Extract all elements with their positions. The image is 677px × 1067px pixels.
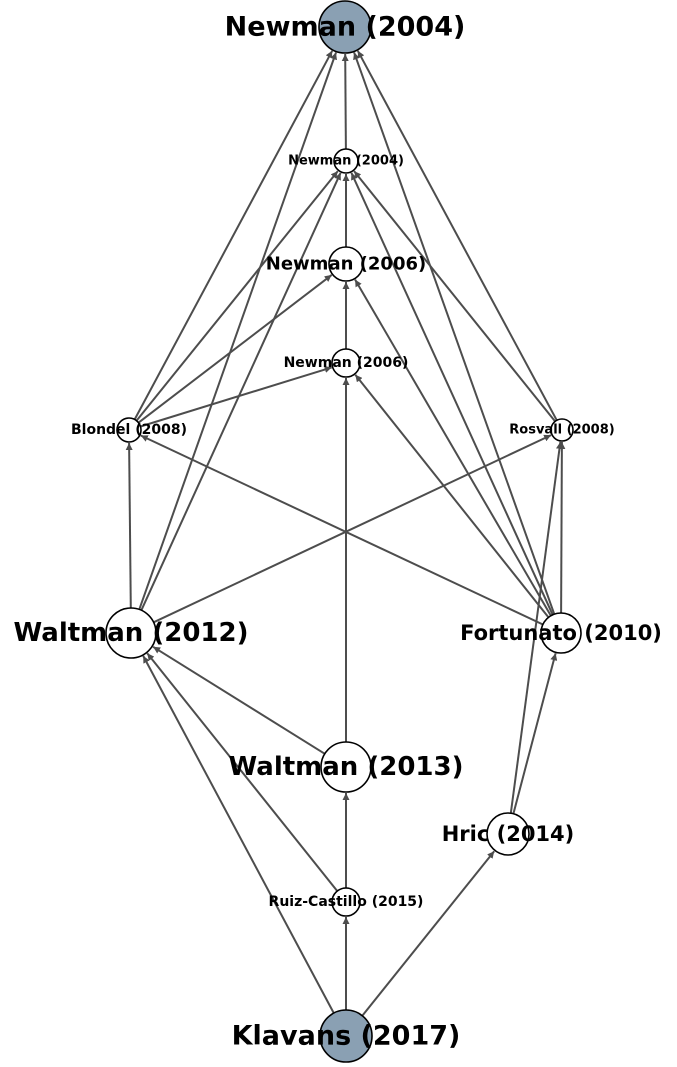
node-n_newman_2006_b[interactable] bbox=[331, 348, 361, 378]
edge-n_waltman_2012-to-n_newman_2004_b bbox=[140, 172, 342, 611]
edge-n_hric_2014-to-n_fortunato_2010 bbox=[512, 653, 558, 814]
edge-n_waltman_2012-to-n_rosvall_2008 bbox=[153, 434, 552, 624]
node-n_newman_2006_a[interactable] bbox=[328, 246, 364, 282]
node-n_rosvall_2008[interactable] bbox=[550, 418, 574, 442]
node-n_blondel_2008[interactable] bbox=[116, 417, 142, 443]
node-layer bbox=[105, 0, 582, 1063]
edge-n_fortunato_2010-to-n_newman_2004_b bbox=[350, 172, 554, 616]
node-n_klavans_2017[interactable] bbox=[319, 1009, 373, 1063]
edge-n_blondel_2008-to-n_newman_2004_top bbox=[133, 50, 334, 420]
node-n_waltman_2012[interactable] bbox=[105, 607, 157, 659]
edge-n_fortunato_2010-to-n_newman_2006_a bbox=[354, 279, 552, 617]
edge-n_klavans_2017-to-n_hric_2014 bbox=[361, 850, 495, 1017]
edge-n_blondel_2008-to-n_newman_2006_b bbox=[140, 366, 332, 428]
node-n_hric_2014[interactable] bbox=[486, 812, 530, 856]
edge-n_fortunato_2010-to-n_newman_2006_b bbox=[354, 374, 550, 619]
node-n_newman_2004_b[interactable] bbox=[333, 148, 359, 174]
label-n_hric_2014: Hric (2014) bbox=[442, 822, 575, 846]
label-n_blondel_2008: Blondel (2008) bbox=[71, 422, 187, 438]
edge-n_hric_2014-to-n_rosvall_2008 bbox=[509, 441, 563, 814]
edge-n_rosvall_2008-to-n_newman_2004_top bbox=[356, 50, 558, 421]
label-n_newman_2004_b: Newman (2004) bbox=[288, 154, 404, 169]
node-n_ruiz_castillo_2015[interactable] bbox=[331, 887, 361, 917]
edge-n_waltman_2012-to-n_newman_2004_top bbox=[138, 52, 337, 610]
node-n_newman_2004_top[interactable] bbox=[318, 0, 372, 54]
label-n_ruiz_castillo_2015: Ruiz-Castillo (2015) bbox=[269, 894, 424, 910]
edge-n_fortunato_2010-to-n_newman_2004_top bbox=[353, 52, 556, 615]
label-n_rosvall_2008: Rosvall (2008) bbox=[509, 423, 614, 438]
label-n_newman_2006_a: Newman (2006) bbox=[266, 254, 426, 275]
edge-layer bbox=[125, 50, 566, 1017]
edge-n_waltman_2013-to-n_waltman_2012 bbox=[152, 645, 326, 755]
edge-n_ruiz_castillo_2015-to-n_waltman_2012 bbox=[146, 652, 339, 892]
label-n_waltman_2012: Waltman (2012) bbox=[14, 618, 249, 648]
edge-n_newman_2004_b-to-n_newman_2004_top bbox=[341, 53, 349, 150]
label-n_fortunato_2010: Fortunato (2010) bbox=[460, 621, 662, 645]
edge-n_blondel_2008-to-n_newman_2004_b bbox=[135, 170, 339, 422]
edge-n_blondel_2008-to-n_newman_2006_a bbox=[137, 274, 333, 424]
label-n_newman_2004_top: Newman (2004) bbox=[225, 12, 466, 43]
label-n_waltman_2013: Waltman (2013) bbox=[229, 752, 464, 782]
edge-n_fortunato_2010-to-n_blondel_2008 bbox=[140, 434, 544, 626]
label-layer: Newman (2004) Newman (2004) Newman (2006) N… bbox=[14, 12, 662, 1052]
node-n_waltman_2013[interactable] bbox=[320, 741, 372, 793]
edge-n_rosvall_2008-to-n_newman_2004_b bbox=[353, 170, 556, 423]
node-n_fortunato_2010[interactable] bbox=[540, 612, 582, 654]
edge-n_klavans_2017-to-n_waltman_2012 bbox=[142, 655, 335, 1014]
label-n_klavans_2017: Klavans (2017) bbox=[232, 1021, 461, 1052]
label-n_newman_2006_b: Newman (2006) bbox=[284, 355, 409, 371]
edge-n_fortunato_2010-to-n_rosvall_2008 bbox=[558, 441, 566, 614]
edge-n_waltman_2012-to-n_blondel_2008 bbox=[125, 442, 133, 609]
